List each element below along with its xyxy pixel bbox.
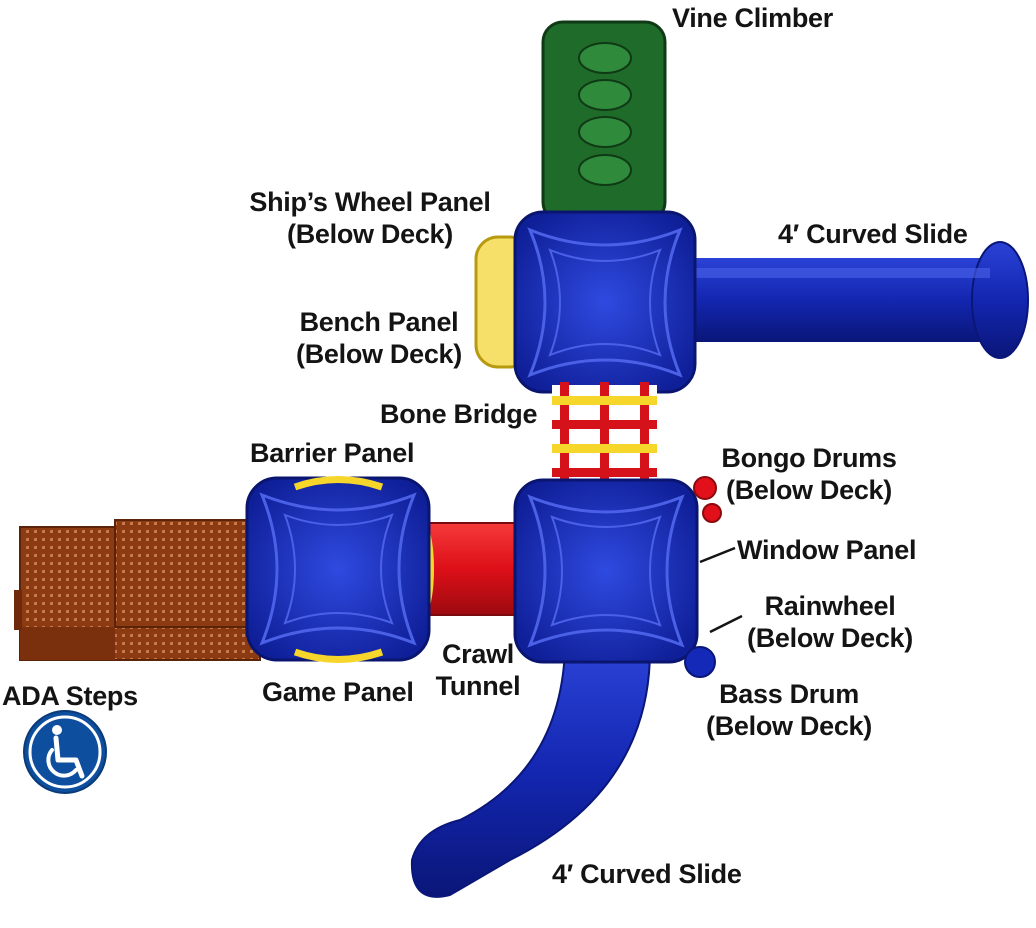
label-bass-drum: Bass Drum (Below Deck): [700, 678, 878, 742]
leader-lines: [699, 546, 743, 634]
label-ada-steps: ADA Steps: [2, 681, 138, 711]
bongo-drums: [693, 476, 722, 523]
label-vine-climber: Vine Climber: [672, 3, 833, 33]
label-bass-drum-line1: Bass Drum: [719, 679, 859, 709]
label-window-panel: Window Panel: [737, 535, 917, 565]
label-bongo-drums: Bongo Drums (Below Deck): [718, 442, 900, 506]
bass-drum: [684, 646, 716, 678]
curved-slide-bottom: [410, 649, 652, 898]
deck-top: [513, 210, 697, 394]
vine-climber: [541, 20, 667, 224]
label-rainwheel: Rainwheel (Below Deck): [742, 590, 918, 654]
label-crawl-tunnel-line1: Crawl: [441, 639, 515, 669]
label-bench-panel-line2: (Below Deck): [296, 339, 462, 369]
label-game-panel: Game Panel: [262, 677, 414, 707]
label-bass-drum-line2: (Below Deck): [706, 711, 872, 741]
label-rainwheel-line2: (Below Deck): [747, 623, 913, 653]
deck-center: [513, 478, 699, 664]
label-ships-wheel-panel-line1: Ship’s Wheel Panel: [249, 187, 491, 217]
label-bone-bridge: Bone Bridge: [380, 399, 538, 429]
label-bongo-drums-line1: Bongo Drums: [721, 443, 897, 473]
wheelchair-icon: [23, 710, 107, 794]
label-crawl-tunnel-line2: Tunnel: [435, 671, 521, 701]
label-curved-slide-top: 4′ Curved Slide: [778, 219, 968, 249]
ada-steps: [14, 519, 261, 661]
label-curved-slide-bottom: 4′ Curved Slide: [552, 859, 742, 889]
label-ships-wheel-panel: Ship’s Wheel Panel (Below Deck): [246, 186, 494, 250]
label-bench-panel-line1: Bench Panel: [299, 307, 459, 337]
bone-bridge: [552, 382, 657, 492]
label-crawl-tunnel: Crawl Tunnel: [432, 638, 524, 702]
label-bongo-drums-line2: (Below Deck): [726, 475, 892, 505]
curved-slide-top: [680, 241, 1029, 359]
label-barrier-panel: Barrier Panel: [250, 438, 415, 468]
deck-left: [245, 476, 431, 663]
label-bench-panel: Bench Panel (Below Deck): [292, 306, 466, 370]
label-ships-wheel-panel-line2: (Below Deck): [287, 219, 453, 249]
label-rainwheel-line1: Rainwheel: [764, 591, 896, 621]
